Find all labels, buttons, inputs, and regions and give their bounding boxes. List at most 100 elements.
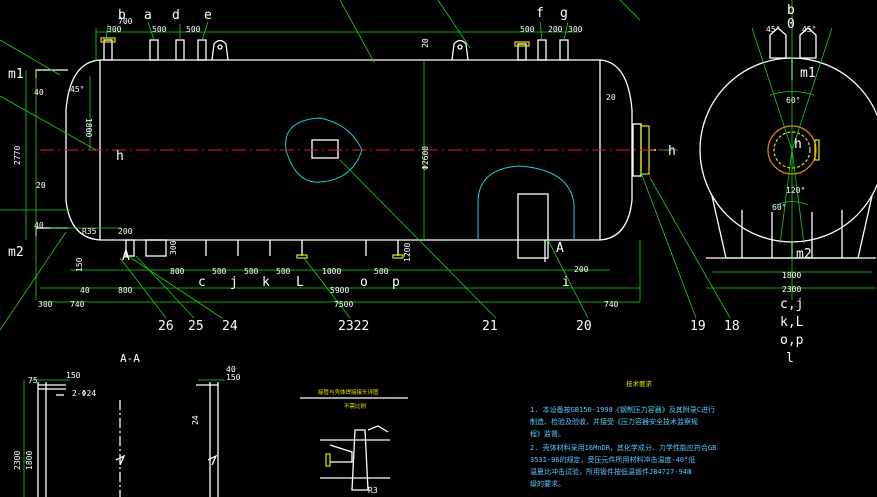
side-labels: b 0 m1 h m2 c,j k,L o,p l — [780, 3, 816, 366]
dim-text: 500 — [520, 25, 535, 34]
dim-text: 500 — [374, 267, 389, 276]
dim-text: 1800 — [782, 271, 801, 280]
section-aa — [23, 379, 225, 497]
part-number: 25 — [188, 319, 204, 334]
nozzle-label: p — [392, 275, 400, 290]
dim-text: 300 — [169, 240, 178, 255]
tech-req-title: 技术要求 — [626, 379, 653, 388]
part-number: 21 — [482, 319, 498, 334]
nozzle-label: g — [560, 6, 568, 21]
nozzle-label: L — [296, 275, 304, 290]
part-number: 19 — [690, 319, 706, 334]
part-numbers: 26 25 24 2322 21 20 19 18 — [158, 319, 740, 334]
nozzle-label: o — [360, 275, 368, 290]
part-number: 24 — [222, 319, 238, 334]
dim-text: 5900 — [330, 286, 349, 295]
side-label: 0 — [787, 17, 795, 32]
nozzle-label: f — [536, 6, 544, 21]
side-label: o,p — [780, 333, 804, 348]
dim-text: 40 — [226, 365, 236, 374]
nozzle-letters: b a d e f g m1 h h m2 c j k L o p i A A — [8, 6, 676, 290]
dim-text: 20 — [606, 93, 616, 102]
nozzle-label: d — [172, 8, 180, 23]
nozzle-label: a — [144, 8, 152, 23]
tech-line: 温夏比冲击试验，所用锻件按低温锻件JB4727-94Ⅲ — [530, 467, 692, 476]
tech-line: 3531-96的规定，受压元件所用材料冲击温度-40°低 — [530, 455, 695, 464]
weld-subtitle: 不需比例 — [344, 402, 367, 410]
nozzle-label: b — [118, 8, 126, 23]
tech-line: 程》监督。 — [530, 429, 565, 438]
dim-text: 2300 — [782, 285, 801, 294]
side-label: c,j — [780, 297, 803, 312]
dim-text: 40 — [34, 221, 44, 230]
dim-text: 300 — [568, 25, 583, 34]
part-number: 20 — [576, 319, 592, 334]
dim-text: 500 — [244, 267, 259, 276]
dim-text: 800 — [170, 267, 185, 276]
dim-text: 7500 — [334, 300, 353, 309]
dim-text: 24 — [191, 415, 200, 425]
dim-text: 300 — [107, 25, 122, 34]
dimension-texts: 300 700 500 500 500 200 300 40 45° 1800 … — [13, 17, 816, 470]
section-title: A-A — [120, 352, 140, 365]
side-label: l — [786, 351, 794, 366]
dim-text: Φ2600 — [421, 146, 430, 170]
side-label: b — [787, 3, 795, 18]
dimension-lines — [25, 28, 641, 303]
dim-text: 200 — [548, 25, 563, 34]
nozzle-label: e — [204, 8, 212, 23]
dim-text: 75 — [28, 376, 38, 385]
part-number: 2322 — [338, 319, 369, 334]
dim-text: 740 — [604, 300, 619, 309]
side-view — [699, 0, 877, 300]
tech-line: 级的要求。 — [530, 479, 565, 488]
side-label: m2 — [796, 247, 812, 262]
leader-lines — [0, 0, 731, 331]
side-label: k,L — [780, 315, 804, 330]
side-label: m1 — [800, 66, 816, 81]
dim-text: 40 — [80, 286, 90, 295]
dim-text: 500 — [212, 267, 227, 276]
dim-text: 2770 — [13, 146, 22, 165]
weld-radius: R3 — [368, 486, 378, 495]
nozzle-label: m2 — [8, 245, 24, 260]
dim-text: 740 — [70, 300, 85, 309]
dim-text: 150 — [66, 371, 81, 380]
dim-text: 40 — [34, 88, 44, 97]
dim-text: 120° — [786, 186, 805, 195]
dim-text: 300 — [38, 300, 53, 309]
nozzle-label: h — [668, 144, 676, 159]
tech-line: 1. 本设备按GB150-1998《钢制压力容器》及其附录C进行 — [530, 405, 715, 414]
nozzle-label: m1 — [8, 67, 24, 82]
dim-text: 500 — [152, 25, 167, 34]
dim-text: 2300 — [13, 451, 22, 470]
weld-title: 接管与壳体焊接接头详图 — [318, 388, 379, 396]
tech-line: 制造、检验及验收，并接受《压力容器安全技术监察规 — [530, 417, 698, 426]
dim-text: 200 — [118, 227, 133, 236]
nozzle-label: i — [562, 275, 570, 290]
dim-text: 150 — [75, 257, 84, 272]
dim-text: 700 — [118, 17, 133, 26]
dim-text: 1200 — [403, 243, 412, 262]
section-marker: A — [122, 249, 130, 264]
dim-text: 60° — [772, 203, 786, 212]
section-marker: A — [556, 241, 564, 256]
dim-text: 1000 — [322, 267, 341, 276]
dim-text: 20 — [421, 38, 430, 48]
nozzle-label: j — [230, 275, 238, 290]
dim-text: 2-Φ24 — [72, 389, 96, 398]
dim-text: 1800 — [84, 118, 93, 137]
dim-text: 45° — [802, 25, 816, 34]
dim-text: 200 — [574, 265, 589, 274]
weld-detail — [300, 397, 408, 491]
dim-text: 150 — [226, 373, 241, 382]
dim-text: 45° — [70, 85, 84, 94]
part-number: 26 — [158, 319, 174, 334]
part-number: 18 — [724, 319, 740, 334]
dim-text: 60° — [786, 96, 800, 105]
dim-text: R35 — [82, 227, 97, 236]
nozzle-label: k — [262, 275, 270, 290]
notes: A-A 技术要求 接管与壳体焊接接头详图 不需比例 R3 1. 本设备按GB15… — [120, 352, 716, 495]
nozzle-label: c — [198, 275, 206, 290]
